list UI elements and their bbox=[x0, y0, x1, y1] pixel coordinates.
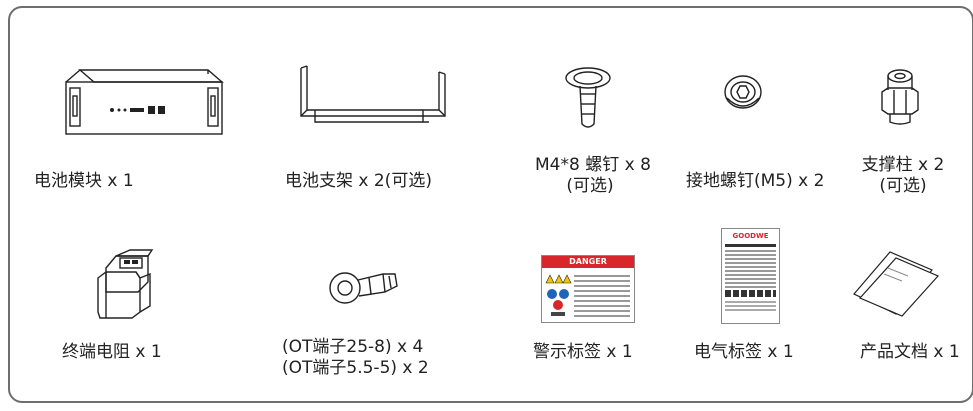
certification-marks bbox=[725, 290, 776, 297]
item-label: 警示标签 x 1 bbox=[533, 342, 633, 362]
brand-logo: GOODWE bbox=[732, 232, 769, 240]
item-label: 产品文档 x 1 bbox=[860, 342, 960, 362]
item-label: 电气标签 x 1 bbox=[694, 342, 794, 362]
warning-text-lines bbox=[574, 272, 630, 320]
item-label-line-2: (可选) bbox=[566, 176, 614, 196]
item-label: M4*8 螺钉 x 8 (可选) bbox=[535, 155, 651, 197]
spec-table bbox=[725, 250, 776, 288]
item-label-line-2: (OT端子5.5-5) x 2 bbox=[282, 358, 429, 378]
product-document-icon bbox=[853, 251, 940, 317]
item-label: (OT端子25-8) x 4 (OT端子5.5-5) x 2 bbox=[282, 337, 429, 379]
warning-label-icon: DANGER bbox=[541, 255, 635, 323]
item-label: 电池模块 x 1 bbox=[34, 171, 134, 191]
battery-module-icon bbox=[65, 69, 224, 135]
item-label-line-2: (可选) bbox=[879, 176, 927, 196]
ground-screw-icon bbox=[724, 75, 762, 109]
danger-header: DANGER bbox=[542, 256, 634, 268]
warning-triangles bbox=[545, 272, 572, 288]
item-label-line-1: (OT端子25-8) x 4 bbox=[282, 337, 424, 357]
item-label-line-1: 支撑柱 x 2 bbox=[861, 155, 945, 175]
m4-screw-icon bbox=[565, 67, 611, 128]
battery-bracket-icon bbox=[300, 65, 446, 123]
item-label: 电池支架 x 2(可选) bbox=[285, 171, 432, 191]
item-label-line-1: M4*8 螺钉 x 8 bbox=[535, 155, 651, 175]
electrical-label-icon: GOODWE bbox=[721, 228, 780, 324]
item-label: 支撑柱 x 2 (可选) bbox=[858, 155, 948, 197]
ot-terminal-icon bbox=[329, 272, 398, 304]
item-label: 终端电阻 x 1 bbox=[62, 342, 162, 362]
support-pillar-icon bbox=[881, 69, 919, 125]
caution-text bbox=[725, 301, 776, 311]
terminal-resistor-icon bbox=[97, 249, 154, 319]
item-label: 接地螺钉(M5) x 2 bbox=[686, 171, 825, 191]
